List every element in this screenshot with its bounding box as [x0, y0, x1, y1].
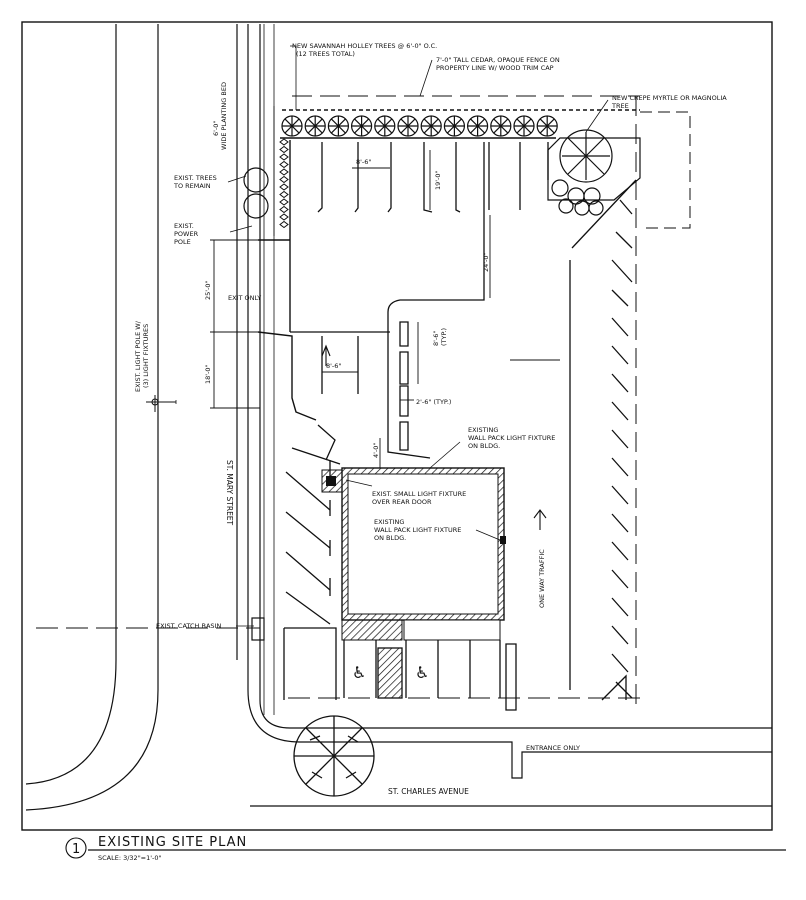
dim-4: 4'-0" [372, 443, 380, 458]
detail-number: 1 [72, 842, 80, 857]
dim-18: 18'-0" [204, 364, 212, 384]
dim-stall-width-top: 8'-6" [356, 158, 371, 166]
note-fence-2: PROPERTY LINE W/ WOOD TRIM CAP [436, 64, 554, 72]
note-power-pole-2: POWER [174, 230, 199, 238]
note-wall-pack-1: EXISTING [374, 518, 404, 526]
dim-stall-typ: 8'-6" [432, 331, 440, 346]
drawing-scale: SCALE: 3/32"=1'-0" [98, 854, 162, 862]
handicap-symbol-2: ♿ [415, 663, 429, 682]
top-parking-stalls [317, 142, 549, 213]
shrub [279, 205, 289, 214]
dim-stall-width-mid: 8'-6" [326, 362, 341, 370]
one-way-arrow [321, 344, 547, 530]
note-wall-pack-top-1: EXISTING [468, 426, 498, 434]
dimension-lines [210, 150, 560, 468]
note-exist-trees-1: EXIST. TREES [174, 174, 217, 182]
street-st-mary: ST. MARY STREET [225, 460, 234, 526]
note-light-pole-1: EXIST. LIGHT POLE W/ [134, 320, 142, 392]
shrub [279, 145, 289, 154]
note-power-pole-3: POLE [174, 238, 191, 246]
note-power-pole-1: EXIST. [174, 222, 194, 230]
detail-number-circle [65, 837, 87, 859]
shrub [279, 183, 289, 191]
property-lines [36, 95, 640, 712]
note-trees: NEW SAVANNAH HOLLEY TREES @ 6'-0" O.C. [292, 42, 437, 50]
shrub [279, 220, 289, 229]
drawing-title: EXISTING SITE PLAN [98, 835, 247, 850]
planting-bed-shrubs [279, 138, 289, 229]
shrub [279, 198, 289, 206]
crepe-myrtle-tree [547, 129, 641, 216]
catch-basin [251, 617, 265, 641]
note-small-light-2: OVER REAR DOOR [372, 498, 432, 506]
shrub [279, 160, 289, 169]
corner-tree [293, 715, 375, 797]
note-exit-only: EXIT ONLY [228, 294, 261, 302]
note-trees-count: (12 TREES TOTAL) [296, 50, 355, 58]
note-exist-trees-2: TO REMAIN [173, 182, 211, 190]
note-wall-pack-top-2: WALL PACK LIGHT FIXTURE [468, 434, 555, 442]
front-parking-stalls [343, 640, 517, 711]
existing-trees [243, 167, 269, 219]
dim-25: 25'-0" [204, 280, 212, 300]
note-wall-pack-3: ON BLDG. [374, 534, 406, 542]
note-one-way: ONE WAY TRAFFIC [538, 549, 546, 608]
street-st-charles: ST. CHARLES AVENUE [388, 787, 469, 796]
left-diagonal-stalls [283, 424, 341, 700]
leader-lines [175, 45, 609, 627]
shrub [279, 168, 289, 176]
right-diagonal-stalls [569, 179, 637, 701]
handicap-symbol-1: ♿ [352, 663, 366, 682]
light-pole [146, 395, 176, 412]
shrub [279, 138, 289, 146]
dim-aisle: 24'-0" [482, 252, 490, 272]
note-planting-1: 6'-0" [212, 121, 220, 136]
note-wall-pack-top-3: ON BLDG. [468, 442, 500, 450]
note-light-pole-2: (3) LIGHT FIXTURES [142, 324, 150, 388]
sheet-border [21, 21, 773, 831]
note-planting-2: WIDE PLANTING BED [220, 82, 228, 150]
note-entrance-only: ENTRANCE ONLY [526, 744, 580, 752]
note-crepe-2: TREE [611, 102, 629, 110]
dim-curb-typ: 2'-6" (TYP.) [416, 398, 451, 406]
savannah-holly-trees [281, 115, 558, 137]
shrub [279, 175, 289, 184]
note-crepe-1: NEW CREPE MYRTLE OR MAGNOLIA [612, 94, 727, 102]
shrub [279, 153, 289, 161]
parking-lot-outline [257, 137, 556, 421]
shrub [279, 213, 289, 221]
note-catch-basin: EXIST. CATCH BASIN [156, 622, 221, 630]
shrub [279, 190, 289, 199]
dim-stall-depth: 19'-0" [434, 170, 442, 190]
note-wall-pack-2: WALL PACK LIGHT FIXTURE [374, 526, 461, 534]
note-small-light-1: EXIST. SMALL LIGHT FIXTURE [372, 490, 466, 498]
street-lines [25, 24, 772, 811]
note-fence-1: 7'-0" TALL CEDAR, OPAQUE FENCE ON [436, 56, 560, 64]
middle-parking-stalls [290, 321, 409, 451]
front-walk [341, 619, 403, 641]
dim-typ: (TYP.) [440, 328, 448, 346]
